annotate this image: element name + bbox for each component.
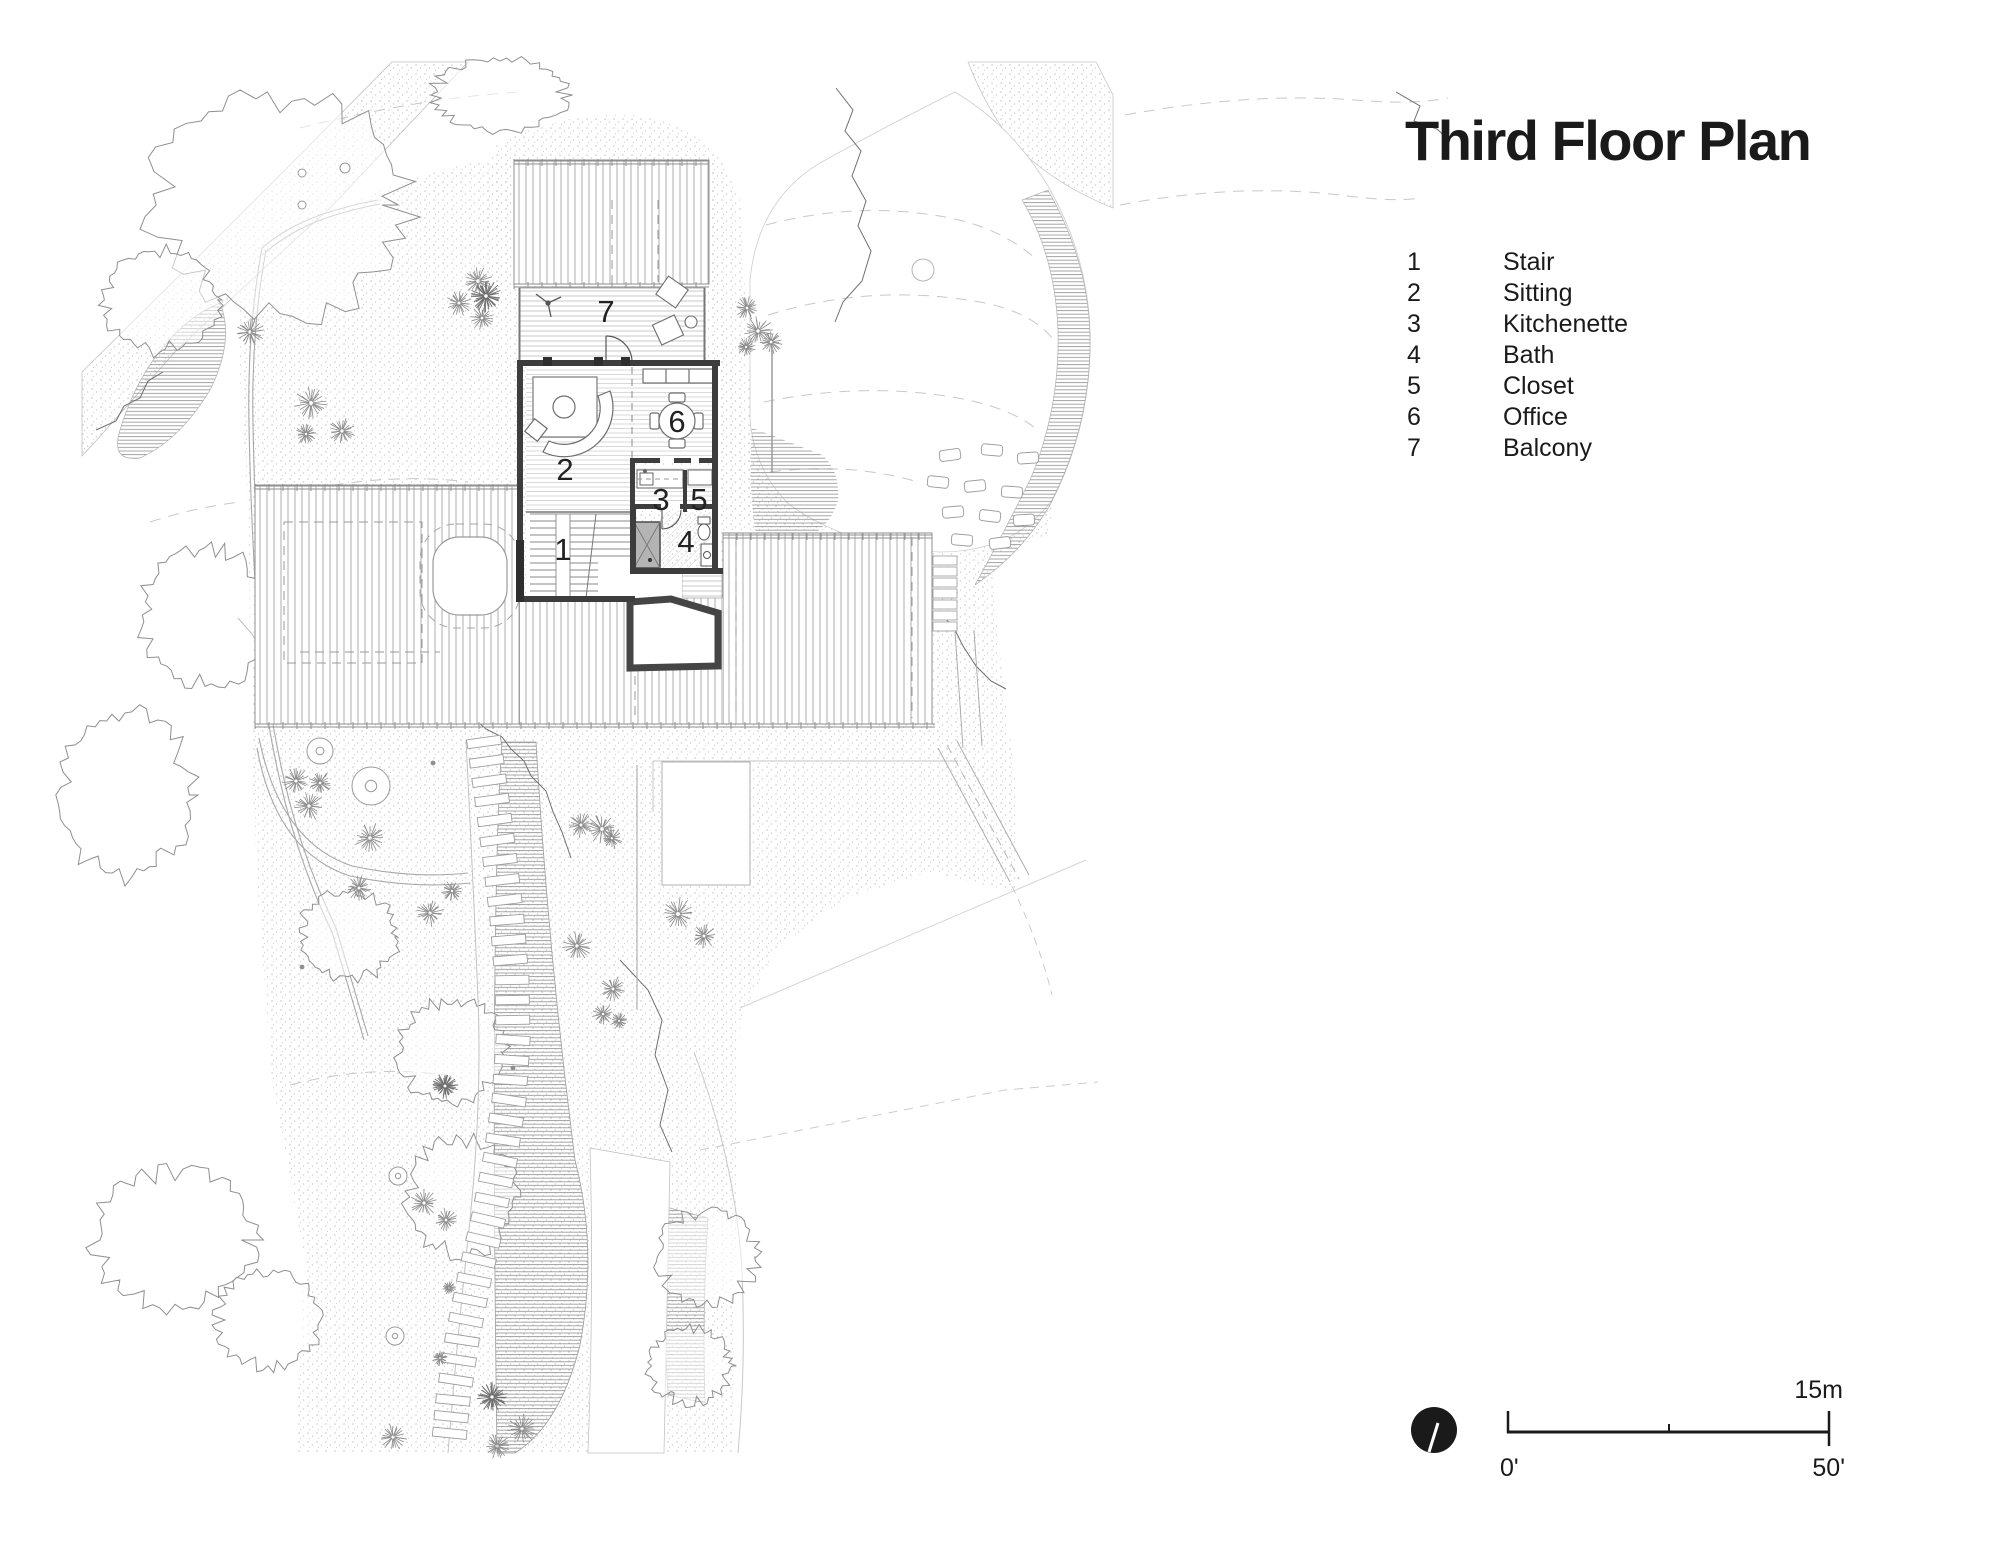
bath-door (661, 509, 682, 530)
deck-dashed-lines (283, 200, 913, 718)
tree-canopies (55, 55, 763, 1409)
starburst-trees (236, 267, 783, 1459)
building: 7 2 6 3 5 4 1 (254, 159, 935, 729)
legend-num: 1 (1407, 248, 1421, 276)
terrace-path (932, 555, 983, 749)
scale-metric-label: 15m (1794, 1376, 1843, 1404)
legend-row: 3 Kitchenette (1407, 309, 1628, 340)
legend-label: Bath (1503, 341, 1555, 369)
legend-num: 6 (1407, 403, 1421, 431)
legend-label: Closet (1503, 372, 1574, 400)
legend-label: Balcony (1503, 434, 1592, 462)
label-office: 6 (668, 404, 685, 439)
shrub-circles (297, 162, 408, 1346)
legend-label: Kitchenette (1503, 310, 1629, 338)
legend-label: Office (1503, 403, 1568, 431)
deck-right-wing (722, 532, 933, 725)
room-stair-floor (526, 512, 632, 598)
deck-strip-bath (681, 571, 723, 599)
scale-zero-label: 0' (1500, 1454, 1519, 1482)
landscape-layer (55, 55, 1451, 1459)
label-sitting: 2 (556, 452, 573, 487)
sitting-furniture (523, 376, 614, 458)
scale-bar (1506, 1411, 1831, 1446)
north-arrow-icon (1411, 1407, 1457, 1453)
legend-row: 1 Stair (1407, 247, 1628, 278)
label-kitchenette: 3 (652, 482, 669, 517)
label-stair: 1 (554, 532, 571, 567)
stair-treads (530, 513, 630, 599)
toilet-tank (697, 516, 711, 525)
garden-stair-path (431, 734, 531, 1454)
legend-row: 2 Sitting (1407, 278, 1628, 309)
stepping-stones (926, 443, 1040, 550)
legend-label: Sitting (1503, 279, 1573, 307)
page-title: Third Floor Plan (1405, 109, 1812, 172)
diagonal-walk (937, 740, 1030, 883)
walls (516, 357, 723, 602)
hatch-crescent-right (974, 189, 1091, 586)
stair-break-line (585, 513, 597, 599)
scale-fifty-label: 50' (1812, 1454, 1845, 1482)
legend-num: 2 (1407, 279, 1421, 307)
legend-label: Stair (1503, 248, 1555, 276)
bath-fixtures (633, 509, 715, 569)
room-sitting-lower-floor (526, 460, 632, 512)
legend: 1 Stair 2 Sitting 3 Kitchenette 4 Bath 5… (1407, 247, 1628, 464)
lawn-circle (911, 258, 935, 282)
pentagon-room (626, 595, 722, 672)
label-balcony: 7 (597, 294, 614, 329)
vestibule-floor (632, 572, 682, 598)
legend-num: 5 (1407, 372, 1421, 400)
wind-propeller-icon (535, 293, 562, 318)
road-bottom (587, 1147, 671, 1454)
legend-num: 3 (1407, 310, 1421, 338)
pond-cutout (432, 536, 508, 616)
balcony-furniture (651, 275, 698, 346)
paved-pad (661, 761, 751, 886)
kitchenette-fixtures (636, 469, 713, 489)
legend-row: 5 Closet (1407, 371, 1628, 402)
legend-row: 7 Balcony (1407, 433, 1628, 464)
balcony-door (605, 335, 633, 363)
legend-num: 4 (1407, 341, 1421, 369)
label-bath: 4 (677, 524, 694, 559)
legend-num: 7 (1407, 434, 1421, 462)
room-labels: 7 2 6 3 5 4 1 (554, 294, 707, 567)
label-closet: 5 (690, 482, 707, 517)
legend-row: 6 Office (1407, 402, 1628, 433)
legend-row: 4 Bath (1407, 340, 1628, 371)
toilet-bowl (697, 523, 711, 541)
